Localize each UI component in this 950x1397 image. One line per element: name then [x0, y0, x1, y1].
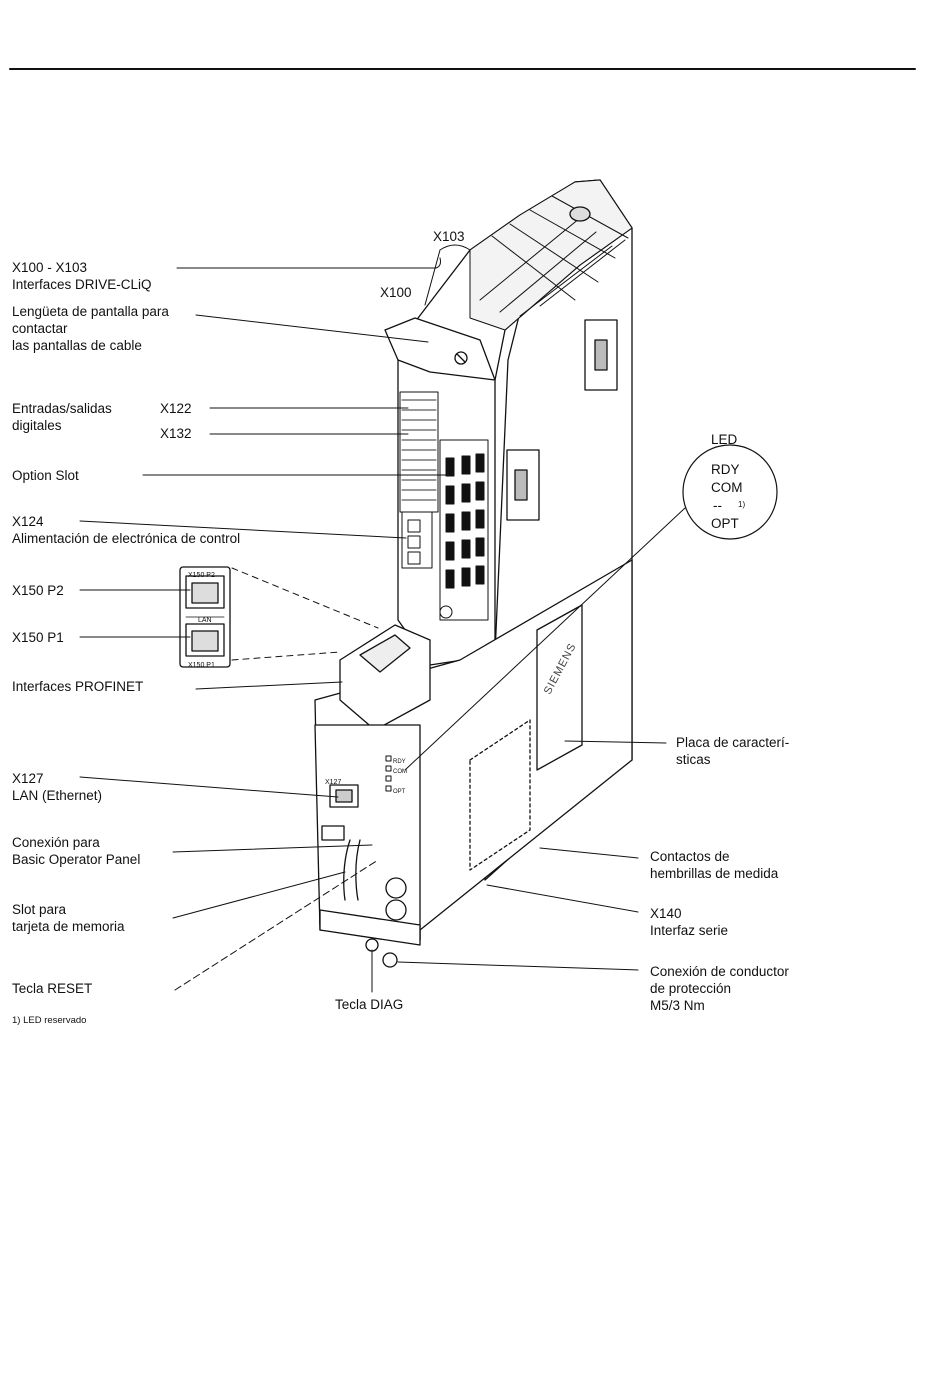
label-x122: X122 — [160, 401, 192, 416]
led-footref: 1) — [738, 500, 746, 509]
label-x132: X132 — [160, 426, 192, 441]
port-label-lan: LAN — [198, 617, 212, 624]
led-indicators — [385, 755, 392, 792]
led-mark-opt: OPT — [393, 789, 406, 795]
label-profinet: Interfaces PROFINET — [12, 679, 144, 694]
label-x100: X100 — [380, 285, 412, 300]
port-label-x127: X127 — [325, 779, 342, 786]
label-nameplate: Placa de caracterí-sticas — [676, 735, 790, 767]
port-label-x150-p2: X150 P2 — [188, 572, 215, 579]
footnote: 1) LED reservado — [12, 1015, 87, 1026]
leader-lines — [79, 244, 686, 993]
label-diag: Tecla DIAG — [335, 997, 404, 1012]
x150-inset — [179, 566, 231, 668]
label-x150-p2: X150 P2 — [12, 583, 64, 598]
led-item-com: COM — [711, 480, 743, 495]
label-x103: X103 — [433, 229, 465, 244]
led-item-reserved: -- — [713, 498, 722, 513]
housing — [314, 179, 633, 968]
label-x150-p1: X150 P1 — [12, 630, 64, 645]
option-slot-grille — [439, 439, 489, 621]
label-option-slot: Option Slot — [12, 468, 79, 483]
led-item-rdy: RDY — [711, 462, 740, 477]
label-reset: Tecla RESET — [12, 981, 93, 996]
port-label-x150-p1: X150 P1 — [188, 662, 215, 669]
label-led-title: LED — [711, 432, 738, 447]
led-mark-rdy: RDY — [393, 759, 406, 765]
terminal-blocks — [399, 391, 439, 569]
led-mark-com: COM — [393, 769, 407, 775]
led-callout-circle — [682, 444, 778, 540]
led-item-opt: OPT — [711, 516, 739, 531]
